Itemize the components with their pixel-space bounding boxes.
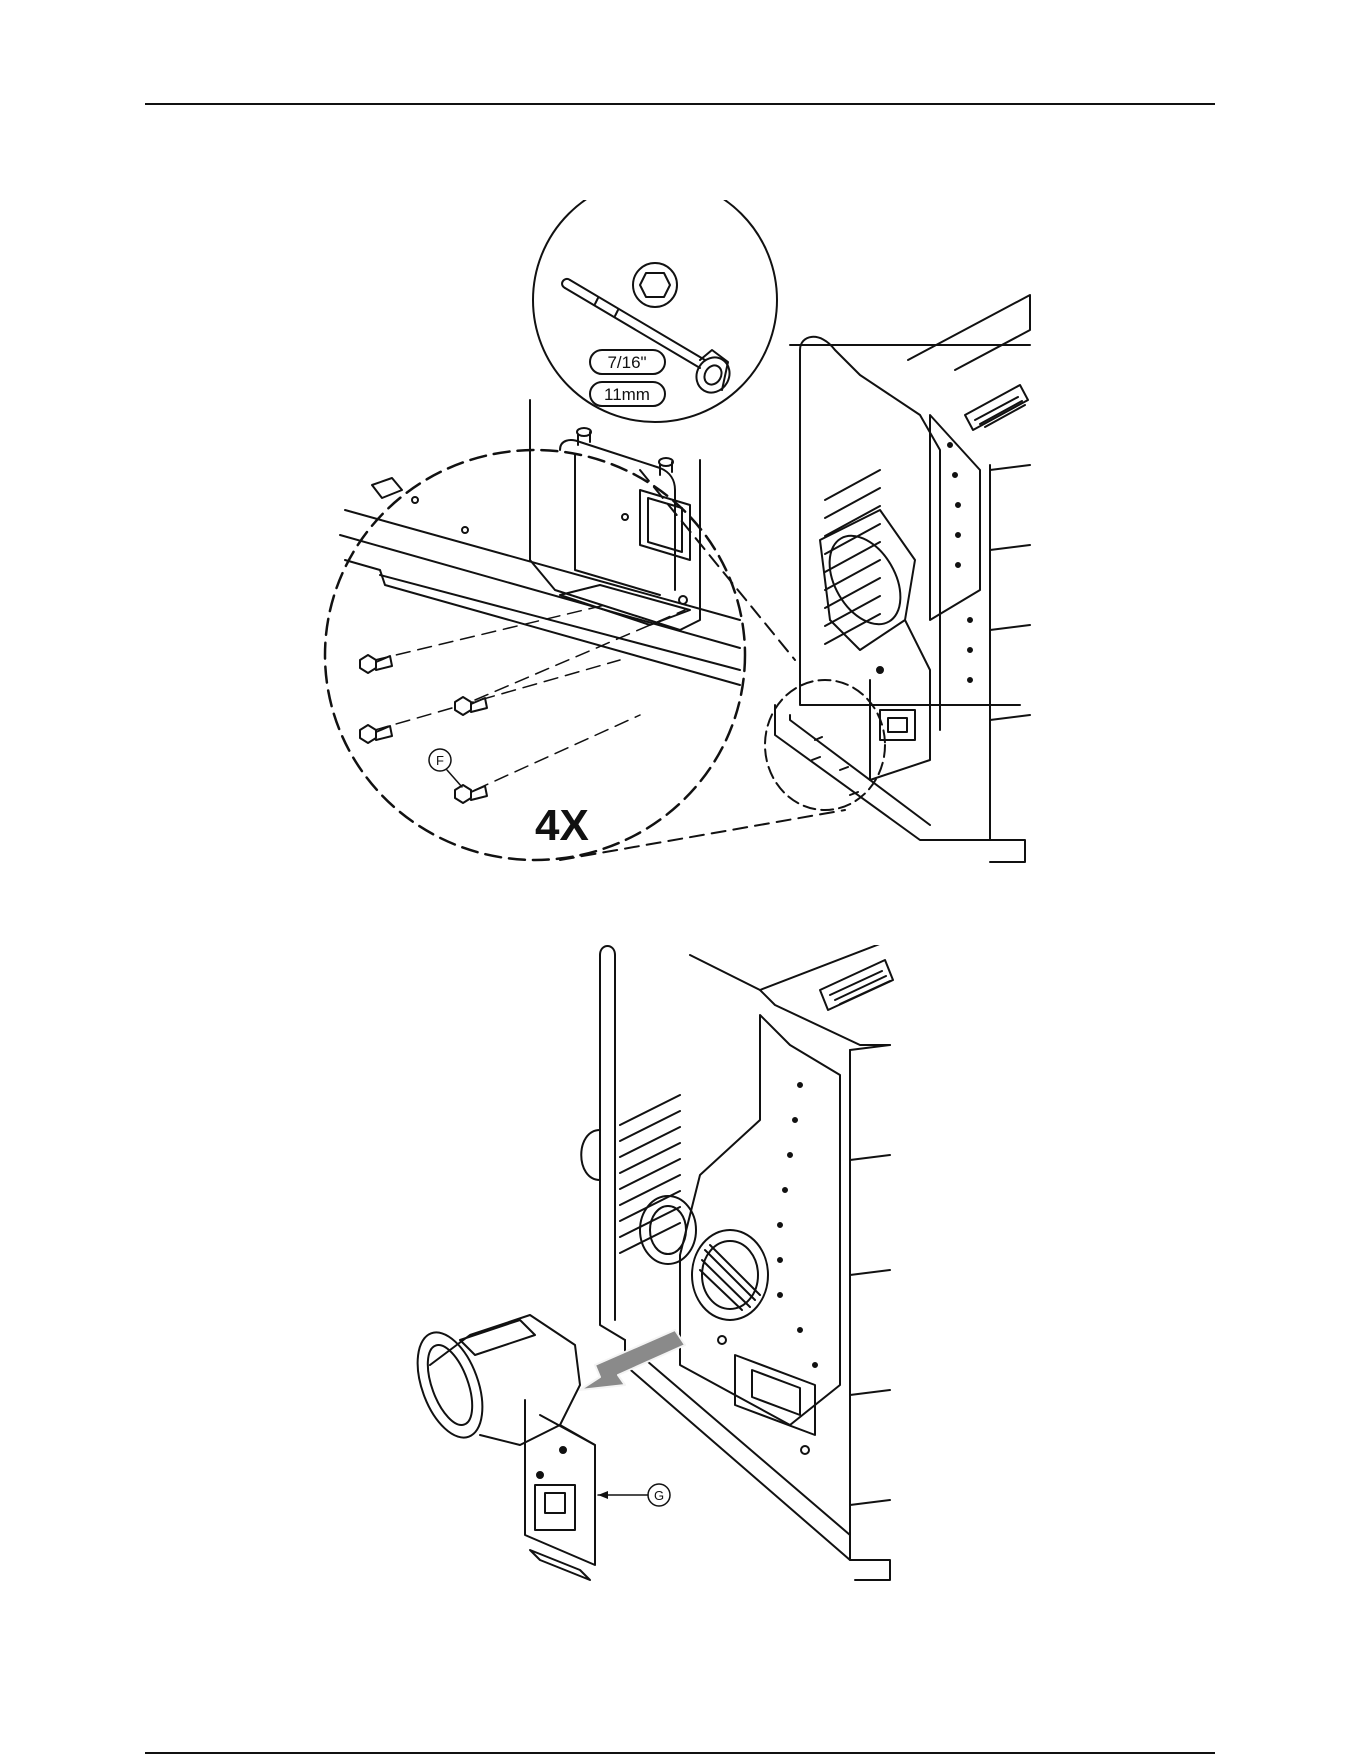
vent-grille-icon [965,385,1028,430]
hex-bolt-icon [455,697,487,715]
blower-assembly-g [405,1315,595,1580]
callout-g-label: G [654,1488,664,1503]
appliance-cabinet [581,945,893,1580]
quantity-label: 4X [535,801,589,850]
hex-bolt-icon [455,785,487,803]
figure-2-blower-assembly-removal: G [0,945,1361,1585]
appliance-cabinet [775,295,1030,862]
size-metric-label: 11mm [604,385,650,404]
size-imperial-label: 7/16" [607,353,646,372]
fan-guard [692,1230,768,1320]
hex-nut-icon [633,263,677,307]
inducer-blower [815,510,930,780]
header-rule [145,103,1215,105]
callout-f-label: F [436,753,444,768]
figure-1-blower-bolt-removal: F 4X 7/16" [0,200,1361,900]
footer-rule [145,1752,1215,1754]
hex-bolt-icon [360,655,392,673]
tool-detail-view: 7/16" 11mm [533,200,777,422]
hex-bolt-icon [360,725,392,743]
vent-grille-icon [820,960,893,1010]
